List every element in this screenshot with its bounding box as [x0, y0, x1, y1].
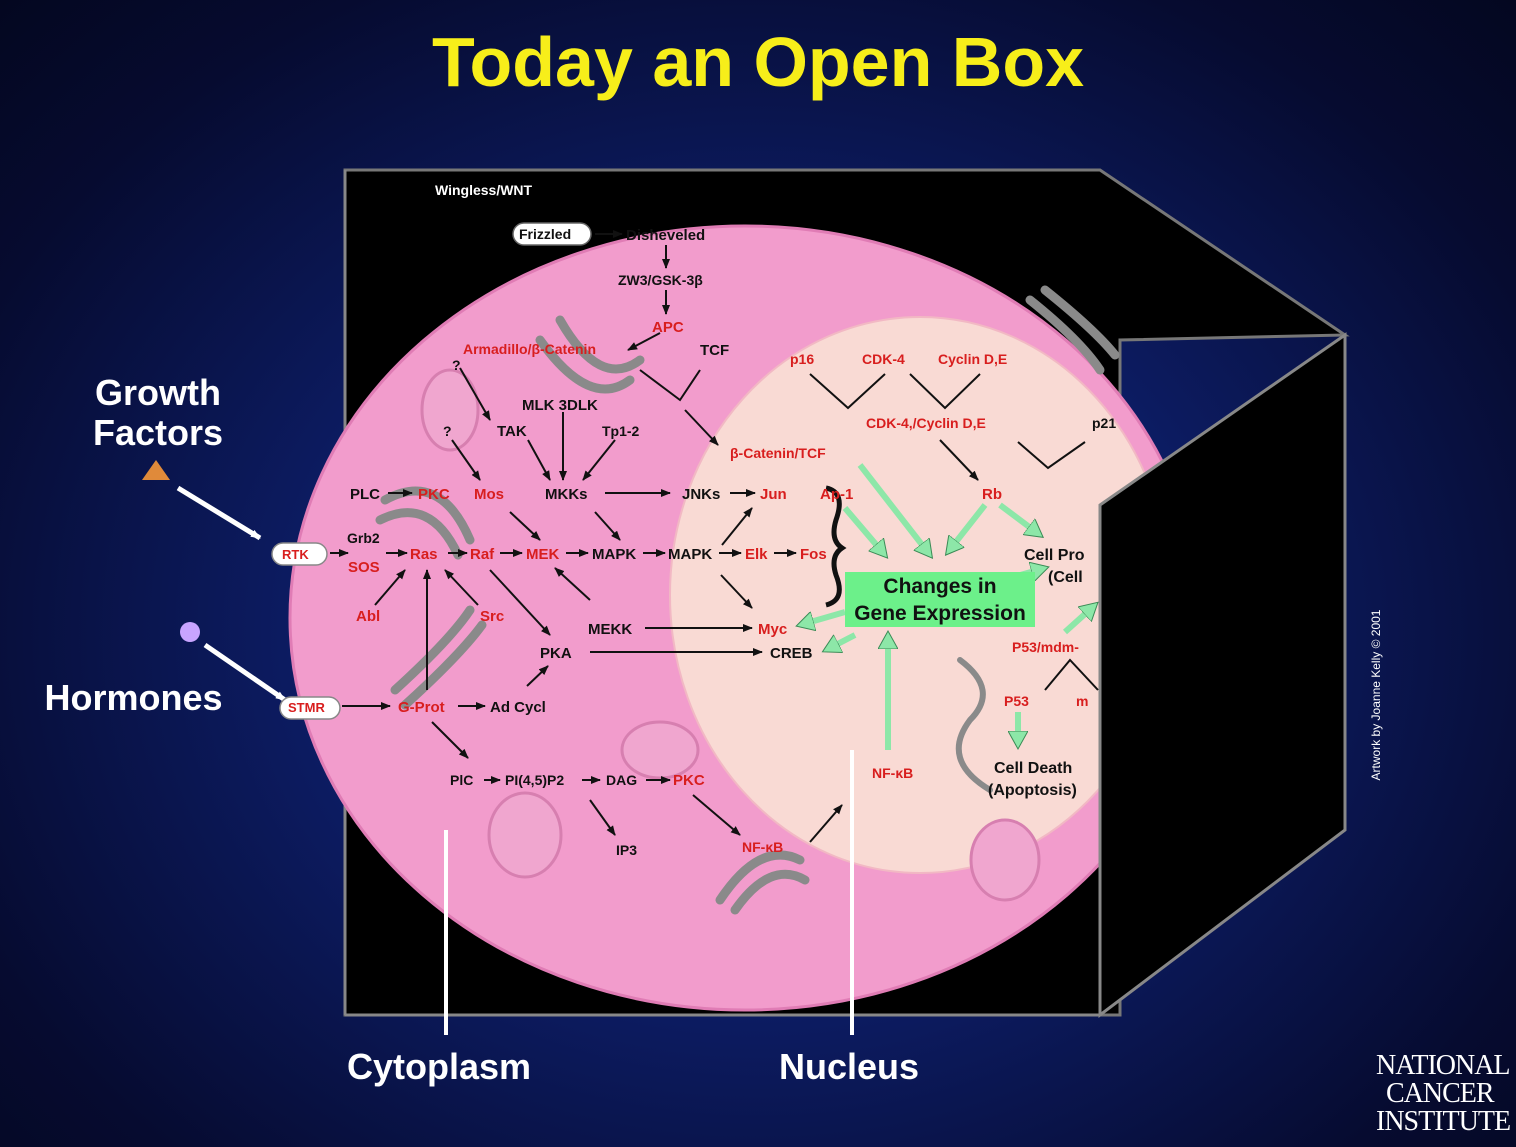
label-tp12: Tp1-2: [602, 423, 640, 439]
label-nfkb2: NF-κB: [872, 765, 913, 781]
growth-factor-marker: [142, 460, 170, 480]
label-jun: Jun: [760, 486, 787, 503]
label-mdm-fragment: m: [1076, 693, 1088, 709]
label-bcatenin: β-Catenin/TCF: [730, 445, 826, 461]
label-celldeath-1: Cell Death: [994, 760, 1072, 777]
label-rb: Rb: [982, 486, 1002, 503]
label-q1: ?: [452, 357, 461, 373]
label-fos: Fos: [800, 546, 827, 563]
artwork-credit: Artwork by Joanne Kelly © 2001: [1369, 555, 1383, 835]
label-pkc1: PKC: [418, 486, 450, 503]
label-raf: Raf: [470, 546, 495, 563]
label-pkc2: PKC: [673, 772, 705, 789]
label-pka: PKA: [540, 645, 572, 662]
label-src: Src: [480, 608, 504, 625]
label-q2: ?: [443, 423, 452, 439]
label-mek: MEK: [526, 546, 560, 563]
label-plc: PLC: [350, 486, 380, 503]
label-mapk1: MAPK: [592, 546, 636, 563]
label-gene-expression-1: Changes in: [883, 575, 996, 598]
label-celldeath-2: (Apoptosis): [988, 782, 1077, 799]
label-elk: Elk: [745, 546, 768, 563]
label-nfkb1: NF-κB: [742, 839, 783, 855]
cytoplasm-label: Cytoplasm: [347, 1046, 531, 1088]
label-p53mdm: P53/mdm-: [1012, 639, 1079, 655]
label-gsk: ZW3/GSK-3β: [618, 272, 703, 288]
label-apc: APC: [652, 319, 684, 336]
nci-logo-line-1: NATIONAL: [1376, 1052, 1516, 1080]
growth-factor-arrow: [178, 488, 260, 538]
label-creb: CREB: [770, 645, 813, 662]
label-jnks: JNKs: [682, 486, 720, 503]
label-cyclin: Cyclin D,E: [938, 351, 1007, 367]
nci-logo-line-2: CANCER: [1376, 1080, 1516, 1108]
label-disheveled: Disheveled: [626, 227, 705, 244]
label-myc: Myc: [758, 621, 787, 638]
label-dag: DAG: [606, 772, 637, 788]
label-ip3: IP3: [616, 842, 637, 858]
label-p21: p21: [1092, 415, 1116, 431]
label-p53: P53: [1004, 693, 1029, 709]
label-sos: SOS: [348, 559, 380, 576]
hormone-marker: [180, 622, 200, 642]
nucleus-label: Nucleus: [779, 1046, 919, 1088]
label-gene-expression-2: Gene Expression: [854, 602, 1026, 625]
hormones-label: Hormones: [36, 678, 231, 718]
label-tcf: TCF: [700, 342, 729, 359]
label-mkks: MKKs: [545, 486, 588, 503]
label-mekk: MEKK: [588, 621, 632, 638]
label-ap1: Ap-1: [820, 486, 853, 503]
label-ras: Ras: [410, 546, 438, 563]
label-p16: p16: [790, 351, 814, 367]
label-cdkcyclin: CDK-4,/Cyclin D,E: [866, 415, 986, 431]
label-mlk: MLK 3DLK: [522, 397, 598, 414]
nci-logo-line-3: INSTITUTE: [1376, 1108, 1516, 1136]
label-plc2: PlC: [450, 772, 473, 788]
label-wnt: Wingless/WNT: [435, 182, 533, 198]
label-gprot: G-Prot: [398, 699, 445, 716]
label-stmr: STMR: [288, 700, 325, 715]
label-frizzled: Frizzled: [519, 226, 571, 242]
label-abl: Abl: [356, 608, 380, 625]
label-tak: TAK: [497, 423, 527, 440]
label-cellpro-1: Cell Pro: [1024, 547, 1085, 564]
label-mapk2: MAPK: [668, 546, 712, 563]
label-mos: Mos: [474, 486, 504, 503]
growth-factors-label: Growth Factors: [88, 373, 228, 453]
label-grb2: Grb2: [347, 530, 380, 546]
label-cellpro-2: (Cell: [1048, 569, 1083, 586]
label-cdk4: CDK-4: [862, 351, 905, 367]
label-pip2: PI(4,5)P2: [505, 772, 564, 788]
nci-logo: NATIONAL CANCER INSTITUTE: [1376, 1052, 1516, 1147]
label-adcycl: Ad Cycl: [490, 699, 546, 716]
label-armadillo: Armadillo/β-Catenin: [463, 341, 596, 357]
label-rtk: RTK: [282, 547, 309, 562]
